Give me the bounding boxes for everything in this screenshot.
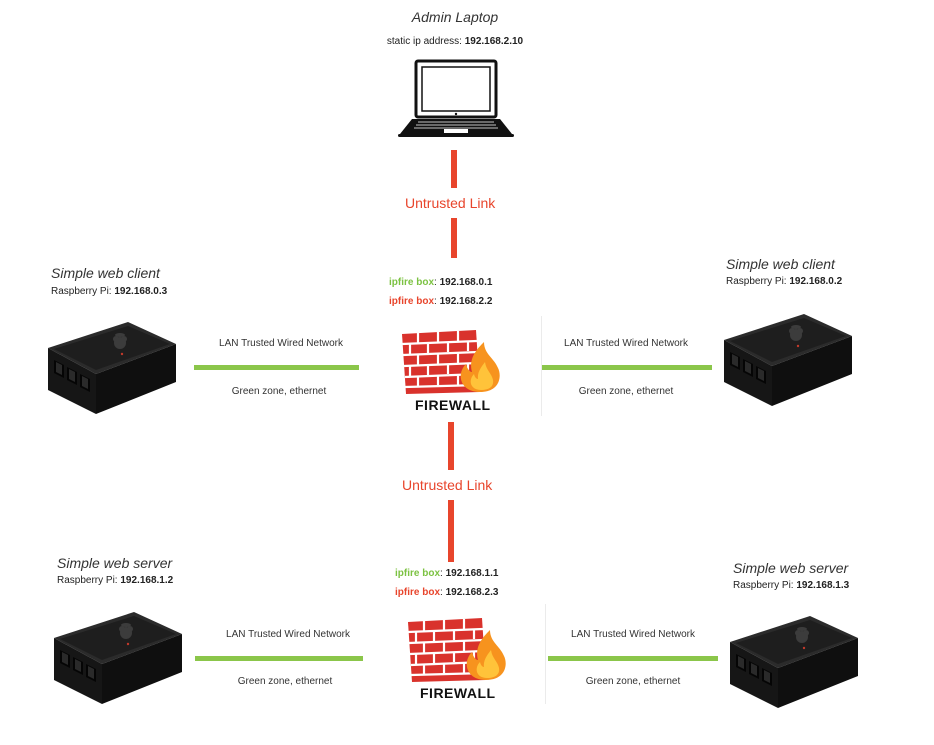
laptop-ip: static ip address: 192.168.2.10: [0, 36, 910, 47]
firewall-top-ip-green: ipfire box: 192.168.0.1: [389, 277, 493, 288]
untrusted-link-top-label: Untrusted Link: [405, 195, 496, 211]
client-right-title: Simple web client: [726, 256, 835, 272]
laptop-ip-label: static ip address:: [386, 36, 462, 47]
firewall-bottom-icon: [404, 614, 514, 684]
trusted-link-bottom-left: [195, 656, 363, 661]
laptop-title: Admin Laptop: [411, 9, 499, 25]
separator: [545, 604, 546, 704]
server-left-ip: Raspberry Pi: 192.168.1.2: [57, 575, 174, 586]
firewall-top-icon: [398, 326, 508, 396]
separator: [541, 316, 542, 416]
trusted-link-top-left: [194, 365, 359, 370]
client-left-device-icon: [40, 318, 180, 418]
lan-top-left-name: LAN Trusted Wired Network: [219, 338, 343, 349]
client-right-device-icon: [716, 310, 856, 410]
server-left-title: Simple web server: [57, 555, 173, 571]
server-right-device-icon: [722, 612, 862, 712]
firewall-bottom-ip-red: ipfire box: 192.168.2.3: [395, 587, 499, 598]
server-right-title: Simple web server: [733, 560, 849, 576]
client-left-title: Simple web client: [51, 265, 160, 281]
lan-bottom-right-name: LAN Trusted Wired Network: [571, 629, 695, 640]
trusted-link-bottom-right: [548, 656, 718, 661]
untrusted-link-top-lower: [451, 218, 457, 258]
lan-top-right-zone: Green zone, ethernet: [578, 386, 674, 397]
firewall-bottom-ip-green: ipfire box: 192.168.1.1: [395, 568, 499, 579]
untrusted-link-bottom-label: Untrusted Link: [402, 477, 493, 493]
untrusted-link-top-upper: [451, 150, 457, 188]
server-left-device-icon: [46, 608, 186, 708]
client-left-ip: Raspberry Pi: 192.168.0.3: [51, 286, 168, 297]
server-right-ip: Raspberry Pi: 192.168.1.3: [733, 580, 850, 591]
untrusted-link-bottom-lower: [448, 500, 454, 562]
lan-top-right-name: LAN Trusted Wired Network: [564, 338, 688, 349]
trusted-link-top-right: [542, 365, 712, 370]
untrusted-link-bottom-upper: [448, 422, 454, 470]
lan-top-left-zone: Green zone, ethernet: [231, 386, 327, 397]
client-right-ip: Raspberry Pi: 192.168.0.2: [726, 276, 843, 287]
firewall-top-ip-red: ipfire box: 192.168.2.2: [389, 296, 493, 307]
firewall-top-label: FIREWALL: [415, 397, 491, 413]
laptop-ip-value: 192.168.2.10: [464, 36, 524, 47]
laptop-icon: [396, 58, 516, 138]
lan-bottom-right-zone: Green zone, ethernet: [585, 676, 681, 687]
lan-bottom-left-zone: Green zone, ethernet: [237, 676, 333, 687]
firewall-bottom-label: FIREWALL: [420, 685, 496, 701]
lan-bottom-left-name: LAN Trusted Wired Network: [226, 629, 350, 640]
